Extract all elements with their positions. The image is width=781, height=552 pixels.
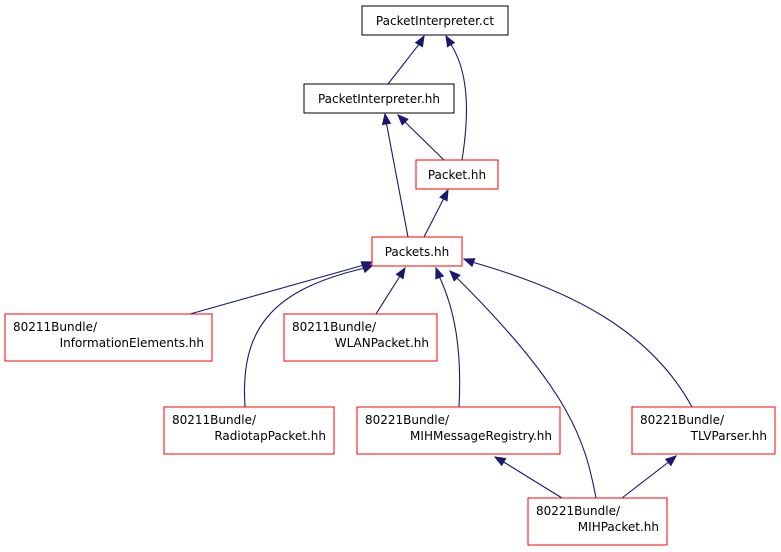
edge-line [621,460,671,499]
node-label: InformationElements.hh [60,336,204,350]
node-packetinterpreter-ct: PacketInterpreter.ct [361,5,509,36]
node-informationelements-hh[interactable]: 80211Bundle/InformationElements.hh [4,313,213,362]
node-box [163,406,335,455]
edge-line [385,120,409,238]
arrowhead [414,34,425,48]
node-label: WLANPacket.hh [335,336,429,350]
edge-packetinterpreter-hh-to-packetinterpreter-ct [387,34,425,85]
node-tlvparser-hh[interactable]: 80221Bundle/TLVParser.hh [631,406,776,455]
arrowhead [435,266,445,280]
node-box [283,313,438,362]
arrowhead [445,34,456,48]
arrowhead [664,455,678,467]
edge-tlvparser-hh-to-packets-hh [462,258,693,408]
edge-packets-hh-to-packetinterpreter-hh [381,112,409,238]
arrowhead [493,456,507,467]
arrowhead [397,114,409,126]
node-box [361,5,509,36]
edge-packets-hh-to-packet-hh [423,188,449,238]
edge-line [403,120,445,161]
node-box [356,406,561,455]
arrowhead [395,266,406,280]
node-label: Packet.hh [428,168,486,182]
node-label: MIHPacket.hh [578,520,659,534]
arrowhead [449,270,461,282]
node-mihpacket-hh[interactable]: 80221Bundle/MIHPacket.hh [527,497,668,546]
node-radiotappacket-hh[interactable]: 80211Bundle/RadiotapPacket.hh [163,406,335,455]
node-box [4,313,213,362]
edge-line [375,274,401,315]
nodes: PacketInterpreter.ctPacketInterpreter.hh… [4,5,776,546]
node-label: TLVParser.hh [690,429,767,443]
edge-line [438,275,461,408]
arrowhead [361,264,375,274]
edge-line [423,196,445,238]
arrowhead [462,258,476,268]
node-label: RadiotapPacket.hh [214,429,326,443]
node-label: Packets.hh [385,245,450,259]
node-packets-hh[interactable]: Packets.hh [371,236,463,267]
edge-radiotappacket-hh-to-packets-hh [243,264,375,408]
node-label: PacketInterpreter.hh [318,92,440,106]
node-mihmessageregistry-hh[interactable]: 80221Bundle/MIHMessageRegistry.hh [356,406,561,455]
node-box [303,83,455,114]
node-wlanpacket-hh[interactable]: 80211Bundle/WLANPacket.hh [283,313,438,362]
node-packet-hh[interactable]: Packet.hh [415,159,499,190]
edge-mihpacket-hh-to-mihmessageregistry-hh [493,456,563,499]
node-box [371,236,463,267]
node-label: 80221Bundle/ [640,413,725,427]
node-box [527,497,668,546]
edge-line [455,276,597,499]
edge-packet-hh-to-packetinterpreter-hh [397,114,445,161]
edge-wlanpacket-hh-to-packets-hh [375,266,406,315]
arrowhead [381,112,392,126]
node-label: 80211Bundle/ [292,320,377,334]
edge-packet-hh-to-packetinterpreter-ct [445,34,467,161]
edge-line [449,42,467,161]
edge-mihmessageregistry-hh-to-packets-hh [435,266,461,408]
node-label: 80221Bundle/ [536,504,621,518]
edge-line [471,261,693,408]
edge-informationelements-hh-to-packets-hh [189,261,374,315]
edge-mihpacket-hh-to-packets-hh [449,270,597,499]
edge-mihpacket-hh-to-tlvparser-hh [621,455,678,499]
edge-line [501,460,563,499]
node-box [415,159,499,190]
node-label: 80211Bundle/ [172,413,257,427]
node-label: 80211Bundle/ [13,320,98,334]
node-box [631,406,776,455]
edges [189,34,693,499]
node-label: MIHMessageRegistry.hh [410,429,552,443]
edge-line [387,42,421,85]
node-packetinterpreter-hh[interactable]: PacketInterpreter.hh [303,83,455,114]
node-label: PacketInterpreter.ct [376,14,494,28]
arrowhead [439,188,449,202]
edge-line [243,267,366,408]
node-label: 80221Bundle/ [365,413,450,427]
